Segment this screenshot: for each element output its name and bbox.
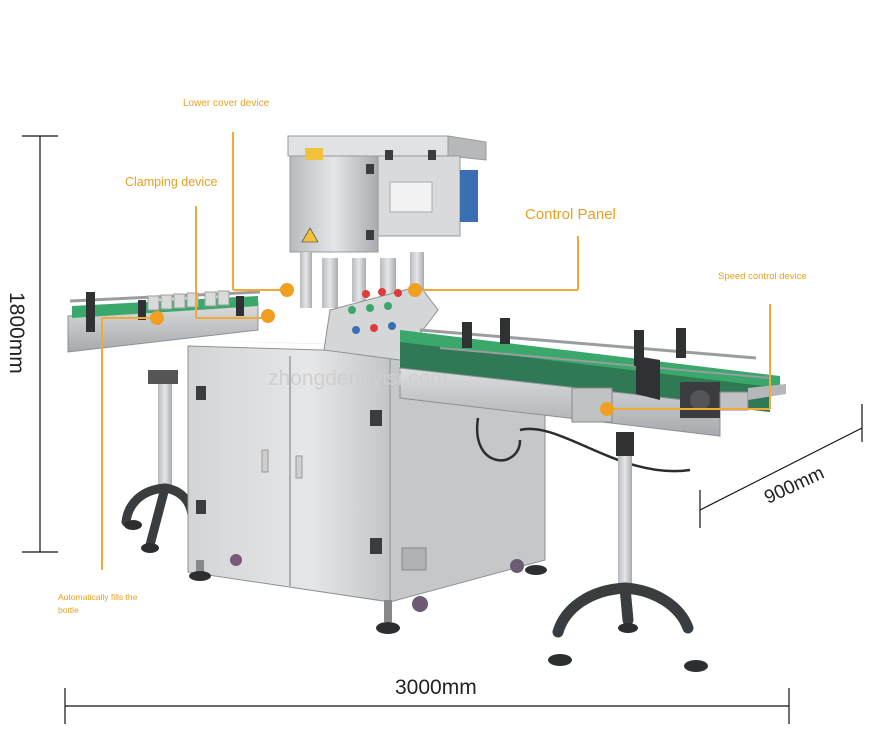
dimension-height: 1800mm: [5, 135, 58, 553]
dot-auto-fill: [150, 311, 164, 325]
label-auto-fill-line2: bottle: [58, 605, 79, 615]
label-auto-fill-line1: Automatically fills the: [58, 592, 138, 602]
capping-machine-illustration: [67, 135, 786, 672]
dot-clamping: [261, 309, 275, 323]
power-cable: [475, 417, 522, 462]
dimension-depth: 900mm: [699, 404, 863, 528]
depth-dimension-text: 900mm: [761, 463, 827, 509]
dot-speed-control: [600, 402, 614, 416]
dot-lower-cover: [280, 283, 294, 297]
height-dimension-text: 1800mm: [5, 292, 28, 374]
main-cabinet: [187, 340, 547, 634]
label-lower-cover-device: Lower cover device: [183, 98, 270, 109]
right-leg: [548, 432, 708, 672]
label-control-panel: Control Panel: [525, 206, 616, 223]
left-leg: [121, 370, 197, 553]
right-conveyor: [399, 318, 786, 437]
dot-control-panel: [408, 283, 422, 297]
capping-head: [287, 135, 487, 308]
width-dimension-text: 3000mm: [395, 676, 477, 699]
callout-leaders: [101, 132, 771, 570]
dimension-width: 3000mm: [64, 676, 790, 724]
left-conveyor: [67, 290, 261, 353]
watermark-text: zhongdengyisi.com: [268, 367, 448, 390]
label-speed-control-device: Speed control device: [718, 271, 807, 282]
label-clamping-device: Clamping device: [125, 175, 217, 189]
